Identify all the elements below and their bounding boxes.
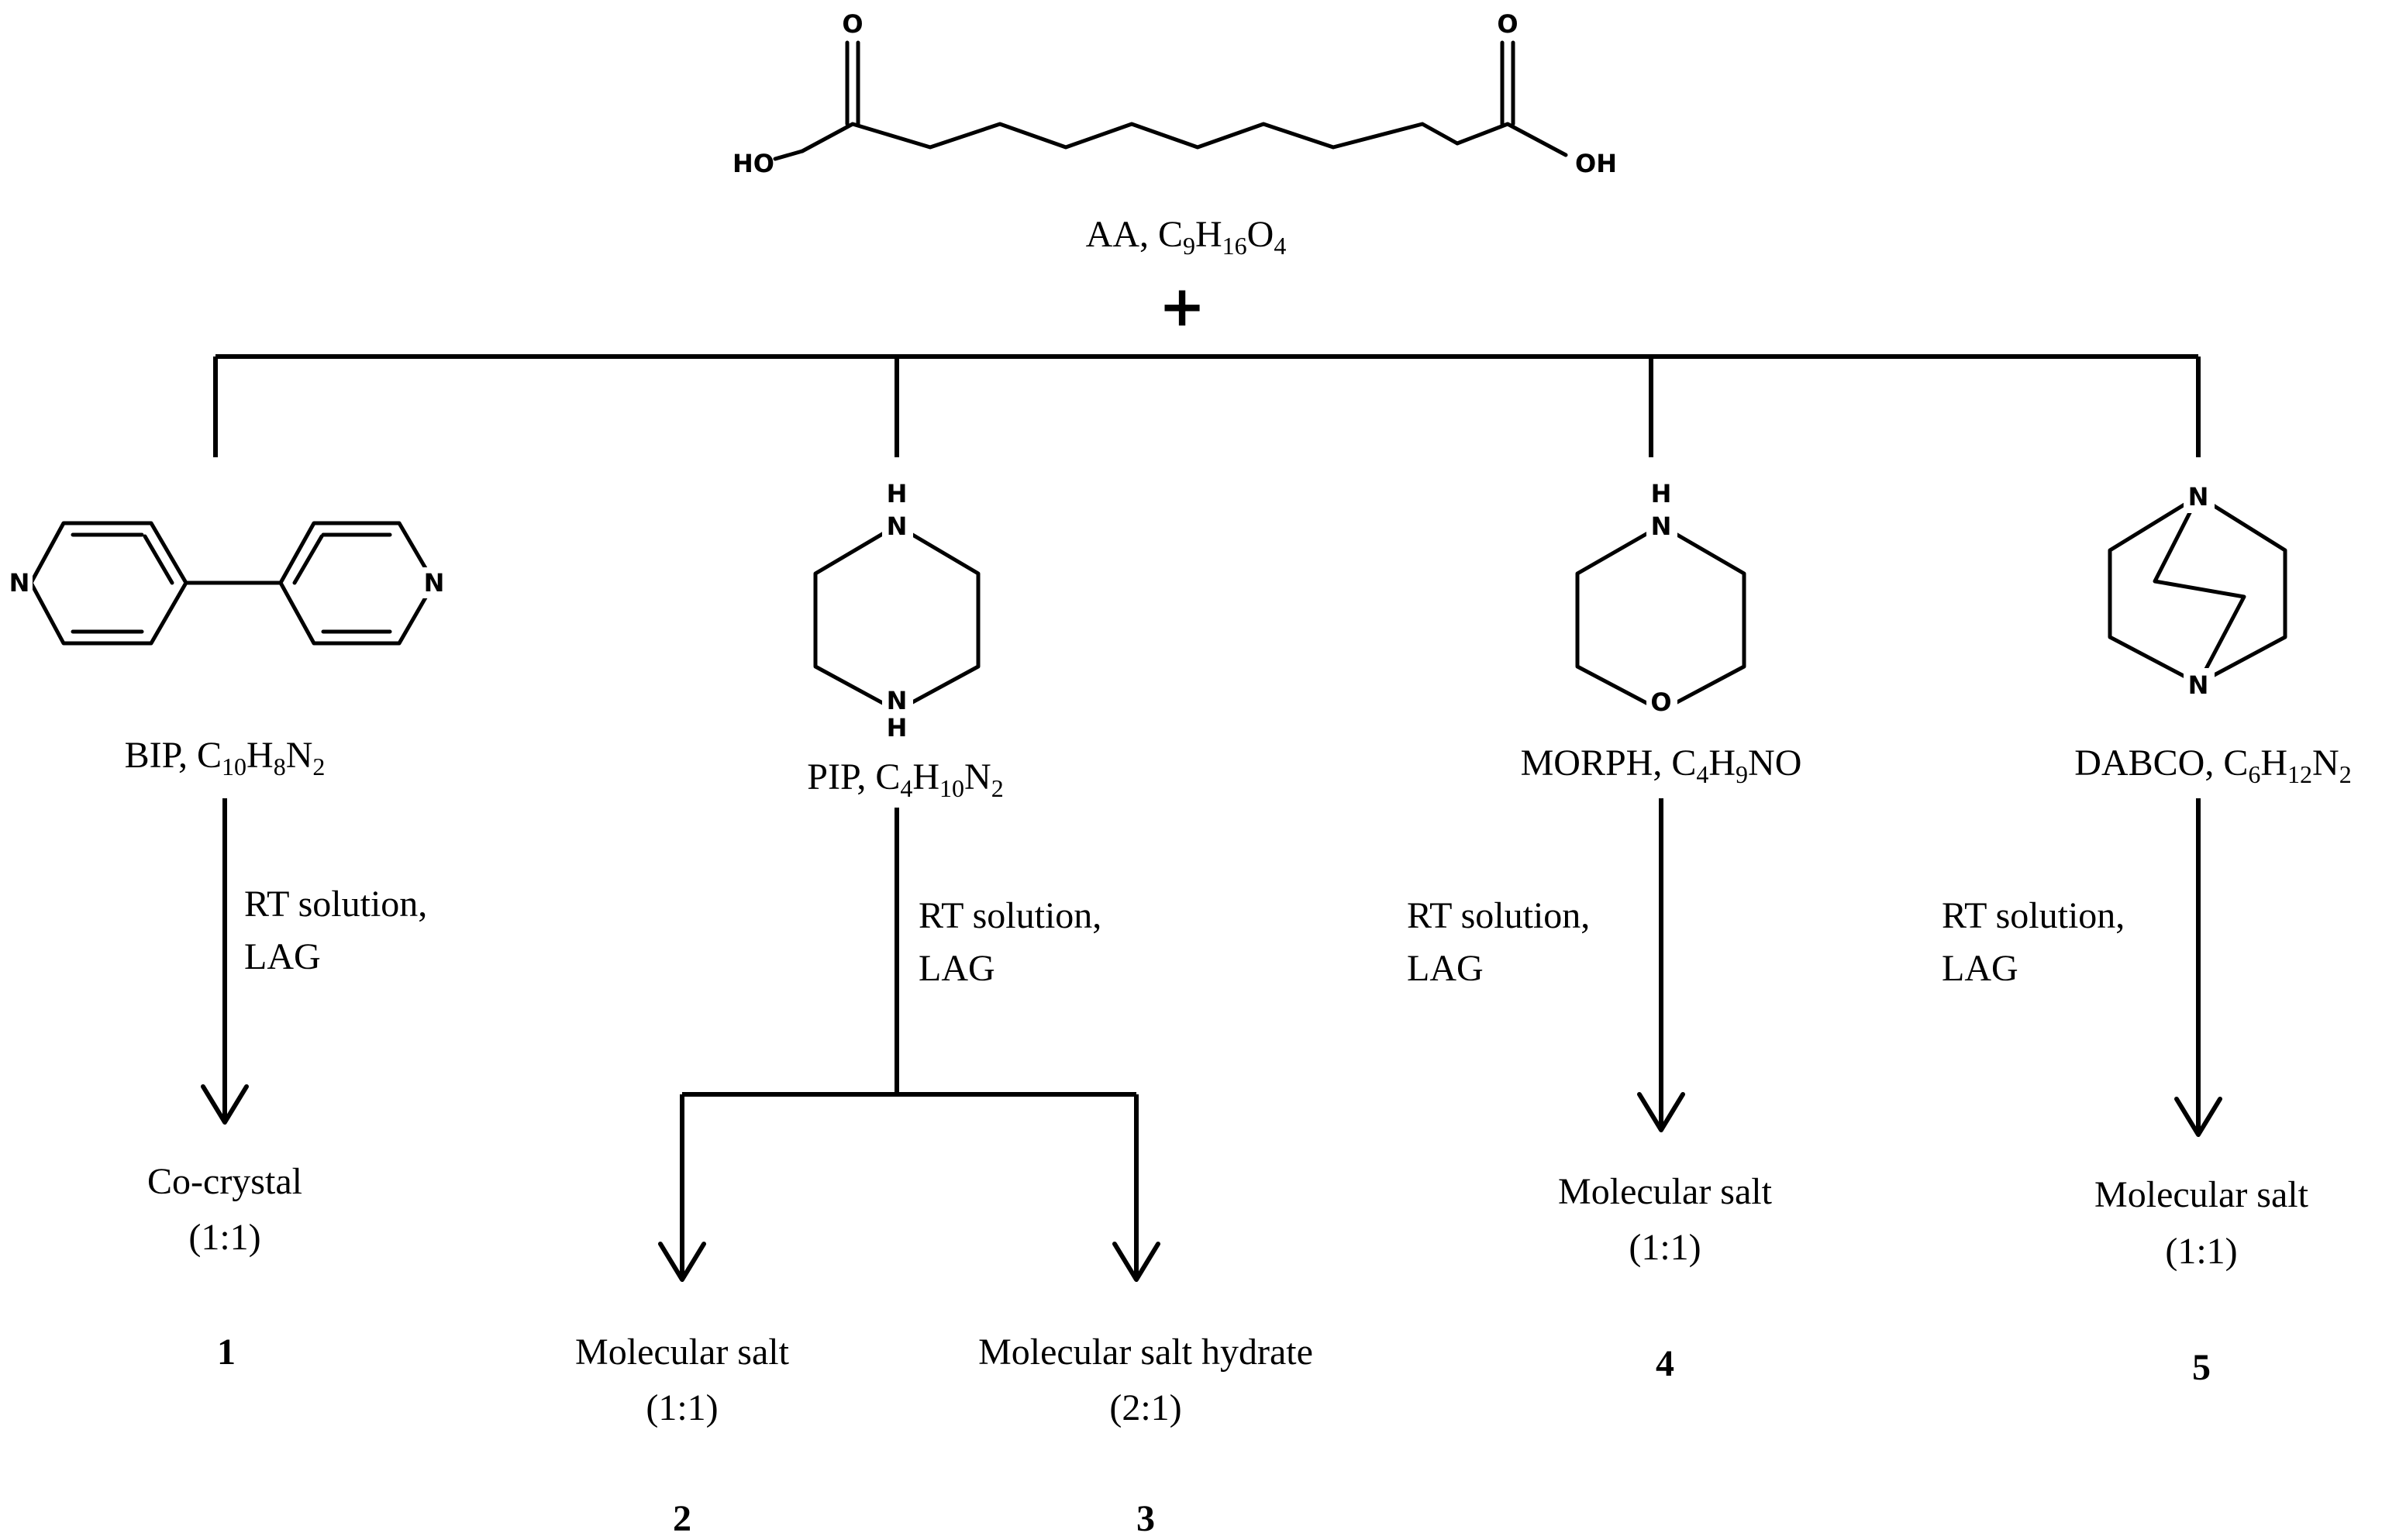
acid-right-oxygen-atom: O	[1497, 9, 1518, 39]
morph-nitrogen-atom: N	[1651, 512, 1672, 541]
acid-left-oxygen-atom: O	[842, 9, 863, 39]
product-1-ratio: (1:1)	[188, 1217, 260, 1258]
acid-left-hydroxyl-bond	[773, 149, 805, 161]
product-3-type: Molecular salt hydrate	[978, 1332, 1313, 1373]
acid-right-carboxyl-bond	[1455, 122, 1568, 157]
pip-top-hydrogen-atom: H	[887, 479, 908, 508]
bip-structure: N N	[6, 521, 446, 646]
azelaic-acid-structure: O O HO OH	[733, 9, 1617, 178]
bip-reaction-arrowhead	[201, 1084, 249, 1125]
dabco-conditions-line1: RT solution,	[1942, 895, 2125, 936]
product-1-number: 1	[217, 1332, 236, 1373]
bip-conditions-line2: LAG	[244, 936, 321, 977]
acid-carbon-chain	[800, 122, 1460, 153]
product-1-type: Co-crystal	[147, 1161, 302, 1202]
pip-hydrate-arrowhead	[1112, 1242, 1160, 1282]
bip-conditions-line1: RT solution,	[244, 884, 427, 925]
pip-label: PIP, C4H10N2	[807, 756, 1003, 802]
acid-label: AA, C9H16O4	[1086, 214, 1287, 260]
bip-left-ring	[29, 521, 188, 646]
morph-oxygen-atom: O	[1650, 687, 1671, 717]
morph-structure: H N O	[1575, 479, 1746, 728]
pip-ring	[813, 523, 981, 713]
pip-bottom-nitrogen-atom: N	[887, 686, 908, 715]
bip-label: BIP, C10H8N2	[125, 735, 326, 780]
product-5-number: 5	[2192, 1347, 2211, 1388]
product-2-type: Molecular salt	[575, 1332, 790, 1373]
product-4-ratio: (1:1)	[1629, 1227, 1701, 1268]
bip-left-ring-inner-3	[143, 534, 174, 585]
pip-structure: H N N H	[813, 479, 981, 742]
dabco-reaction-arrowhead	[2174, 1097, 2222, 1137]
product-5-ratio: (1:1)	[2165, 1231, 2237, 1272]
pip-conditions-line1: RT solution,	[919, 895, 1101, 936]
dabco-label: DABCO, C6H12N2	[2074, 742, 2351, 788]
morph-ring	[1575, 523, 1746, 713]
morph-conditions-line2: LAG	[1407, 948, 1484, 989]
product-5-type: Molecular salt	[2094, 1174, 2309, 1215]
bip-right-ring	[278, 521, 436, 646]
bip-right-nitrogen-atom: N	[424, 568, 445, 598]
morph-reaction-arrowhead	[1637, 1092, 1685, 1132]
product-3-ratio: (2:1)	[1109, 1387, 1181, 1428]
bip-left-nitrogen-atom: N	[9, 568, 30, 598]
morph-hydrogen-atom: H	[1651, 479, 1672, 508]
dabco-structure: N N	[2108, 479, 2287, 702]
plus-sign: +	[1159, 274, 1205, 339]
bip-right-ring-inner-3	[292, 534, 324, 585]
pip-bottom-hydrogen-atom: H	[887, 713, 908, 742]
dabco-bottom-nitrogen-atom: N	[2188, 670, 2209, 700]
dabco-top-nitrogen-atom: N	[2188, 482, 2209, 512]
product-2-number: 2	[673, 1498, 691, 1539]
product-3-number: 3	[1136, 1498, 1155, 1539]
pip-top-nitrogen-atom: N	[887, 512, 908, 541]
acid-right-hydroxyl-atom: OH	[1575, 149, 1617, 178]
dabco-right-bridge	[2196, 494, 2287, 686]
dabco-left-bridge	[2108, 494, 2201, 686]
acid-left-hydroxyl-atom: HO	[733, 149, 774, 178]
morph-label: MORPH, C4H9NO	[1521, 742, 1802, 788]
morph-conditions-line1: RT solution,	[1407, 895, 1590, 936]
product-2-ratio: (1:1)	[646, 1387, 718, 1428]
product-4-number: 4	[1656, 1343, 1674, 1384]
dabco-conditions-line2: LAG	[1942, 948, 2018, 989]
pip-salt-arrowhead	[658, 1242, 706, 1282]
product-4-type: Molecular salt	[1558, 1171, 1773, 1212]
pip-conditions-line2: LAG	[919, 948, 995, 989]
dabco-center-bridge	[2153, 494, 2246, 686]
